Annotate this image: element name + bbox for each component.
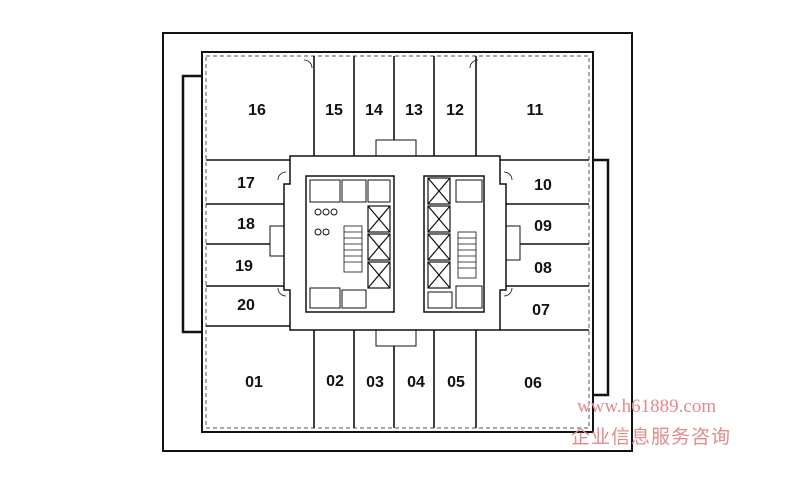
unit-partitions — [206, 56, 589, 428]
unit-labels-bottom: 01 02 03 04 05 06 — [245, 373, 542, 392]
unit-labels-left: 17 18 19 20 — [235, 175, 255, 314]
elevator-bank-right — [427, 177, 451, 289]
unit-label: 19 — [235, 258, 253, 275]
unit-label: 01 — [245, 374, 263, 391]
unit-label: 11 — [527, 102, 544, 119]
unit-label: 05 — [447, 374, 465, 391]
building-outline — [201, 51, 594, 433]
unit-label: 08 — [534, 260, 552, 277]
unit-label: 17 — [237, 175, 255, 192]
core-service-rooms — [309, 179, 483, 309]
unit-label: 10 — [534, 177, 552, 194]
unit-label: 09 — [534, 218, 552, 235]
unit-label: 16 — [248, 102, 266, 119]
watermark-company-name: 企业信息服务咨询 — [571, 426, 732, 448]
unit-labels-top: 16 15 14 13 12 11 — [248, 102, 543, 119]
unit-label: 04 — [407, 374, 425, 391]
elevator-bank-left — [367, 205, 391, 289]
unit-label: 12 — [446, 102, 464, 119]
unit-label: 02 — [326, 373, 344, 390]
unit-label: 14 — [365, 102, 383, 119]
central-core — [269, 139, 521, 347]
unit-label: 18 — [237, 216, 255, 233]
unit-label: 07 — [532, 302, 550, 319]
unit-label: 20 — [237, 297, 255, 314]
unit-label: 03 — [366, 374, 384, 391]
stairwell-left — [343, 225, 363, 273]
unit-doors — [277, 59, 513, 297]
unit-label: 15 — [325, 102, 343, 119]
left-external-corridor — [181, 74, 202, 334]
right-external-corridor — [593, 158, 610, 397]
unit-labels-right: 10 09 08 07 — [532, 177, 552, 319]
watermark-url: www.h61889.com — [577, 396, 717, 417]
unit-label: 13 — [405, 102, 423, 119]
figure-frame — [162, 32, 633, 452]
stairwell-right — [457, 231, 477, 279]
unit-label: 06 — [524, 375, 542, 392]
